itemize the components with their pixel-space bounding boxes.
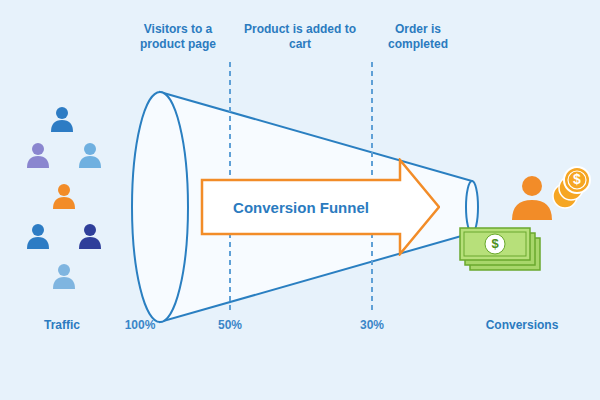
coins-icon <box>553 167 590 208</box>
person-icon <box>51 107 73 132</box>
funnel-outlet <box>466 181 478 233</box>
percent-label: 100% <box>115 318 165 333</box>
funnel-body <box>160 92 472 322</box>
person-icon <box>27 224 49 249</box>
percent-label: 50% <box>205 318 255 333</box>
traffic-label: Traffic <box>22 318 102 333</box>
person-icon <box>27 143 49 168</box>
traffic-people <box>27 107 101 289</box>
person-icon <box>79 143 101 168</box>
person-icon <box>79 224 101 249</box>
customer-icon <box>512 176 552 220</box>
conversions-label: Conversions <box>472 318 572 333</box>
funnel-mouth <box>132 92 188 322</box>
stage-heading: Product is added to cart <box>244 22 356 52</box>
arrow-label: Conversion Funnel <box>202 180 400 234</box>
stage-heading: Visitors to a product page <box>122 22 234 52</box>
person-icon <box>53 264 75 289</box>
person-icon <box>53 184 75 209</box>
banknotes-icon <box>460 228 540 270</box>
bill-symbol: $ <box>485 236 505 252</box>
stage-heading: Order is completed <box>376 22 460 52</box>
arrow-shape: Conversion Funnel <box>200 158 440 256</box>
coin-symbol: $ <box>567 171 587 189</box>
percent-label: 30% <box>347 318 397 333</box>
